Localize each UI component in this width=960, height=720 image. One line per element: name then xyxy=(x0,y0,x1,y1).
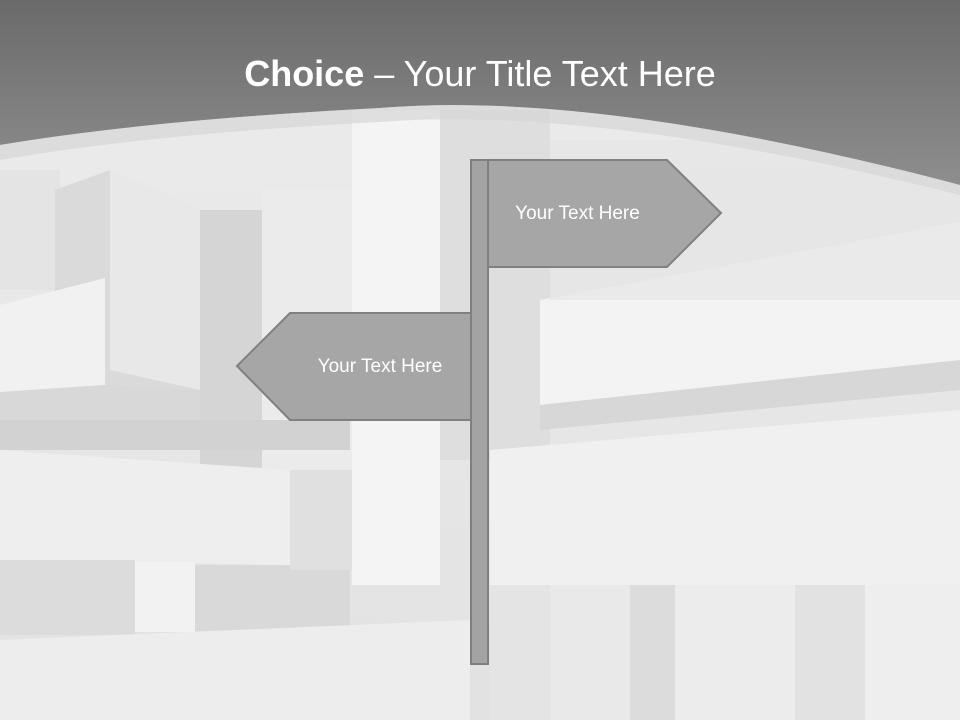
left-arrow-sign[interactable] xyxy=(235,312,472,421)
title-text: – Your Title Text Here xyxy=(364,53,716,94)
slide-title: Choice – Your Title Text Here xyxy=(0,50,960,98)
right-sign-text: Your Text Here xyxy=(515,203,640,224)
left-sign-text: Your Text Here xyxy=(317,356,443,377)
right-arrow-sign[interactable] xyxy=(487,159,723,268)
title-emphasis: Choice xyxy=(244,53,365,94)
signpost-pole xyxy=(470,159,489,665)
